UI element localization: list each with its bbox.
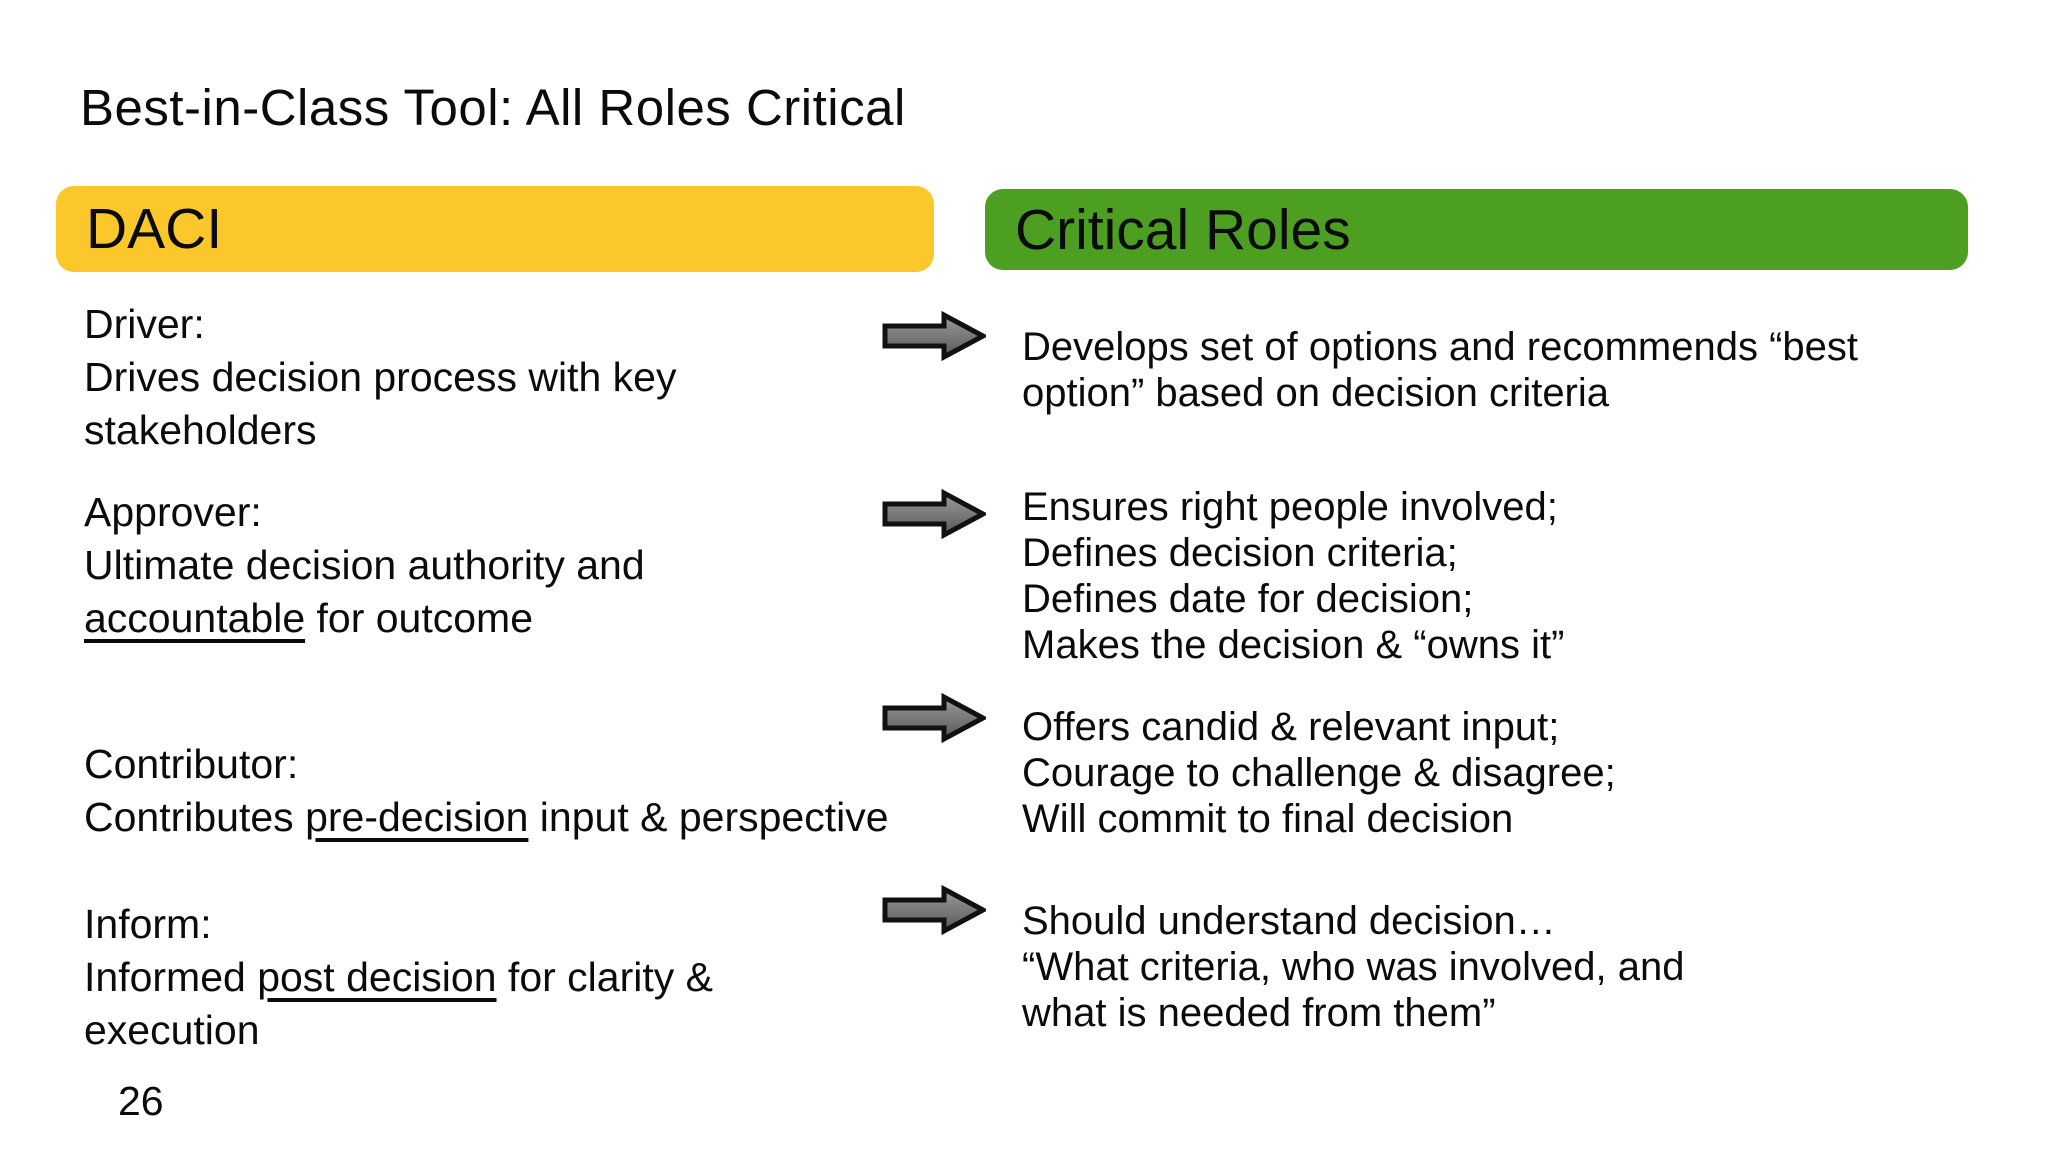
text-segment: execution: [84, 1007, 260, 1053]
underlined-text: post decision: [257, 954, 497, 1000]
text-line: Defines date for decision;: [1022, 577, 1474, 621]
daci-item-contributor: Contributor:Contributes pre-decision inp…: [84, 738, 889, 844]
page-number: 26: [118, 1078, 164, 1124]
role-description-inform: Should understand decision…“What criteri…: [1022, 898, 1685, 1036]
text-line: Contributor:: [84, 738, 889, 791]
text-line: stakeholders: [84, 404, 676, 457]
text-line: execution: [84, 1004, 713, 1057]
text-line: Offers candid & relevant input;: [1022, 705, 1560, 749]
daci-header-bar: DACI: [56, 186, 934, 272]
arrow-wrap-contributor: [882, 692, 986, 744]
role-description-contributor: Offers candid & relevant input;Courage t…: [1022, 704, 1616, 842]
right-arrow-icon: [882, 884, 986, 936]
text-line: Should understand decision…: [1022, 899, 1556, 943]
text-segment: Contributor:: [84, 741, 299, 787]
text-line: Informed post decision for clarity &: [84, 951, 713, 1004]
role-description-driver: Develops set of options and recommends “…: [1022, 324, 1858, 416]
critical-roles-header-bar: Critical Roles: [985, 189, 1968, 270]
text-line: Approver:: [84, 486, 645, 539]
text-segment: Ultimate decision authority and: [84, 542, 645, 588]
right-arrow-icon: [882, 310, 986, 362]
underlined-text: pre-decision: [305, 794, 529, 840]
arrow-wrap-driver: [882, 310, 986, 362]
text-segment: for clarity &: [496, 954, 713, 1000]
text-line: Inform:: [84, 898, 713, 951]
daci-item-driver: Driver: Drives decision process with key s…: [84, 298, 676, 457]
text-line: Ultimate decision authority and: [84, 539, 645, 592]
text-line: Driver:: [84, 298, 676, 351]
underlined-text: accountable: [84, 595, 306, 641]
daci-header-label: DACI: [86, 197, 223, 261]
text-segment: Driver:: [84, 301, 205, 347]
text-segment: Informed: [84, 954, 258, 1000]
text-line: what is needed from them”: [1022, 991, 1496, 1035]
daci-item-inform: Inform:Informed post decision for clarit…: [84, 898, 713, 1057]
text-segment: Inform:: [84, 901, 212, 947]
critical-roles-header-label: Critical Roles: [1015, 197, 1351, 262]
text-line: accountable for outcome: [84, 592, 645, 645]
arrow-wrap-approver: [882, 488, 986, 540]
arrow-wrap-inform: [882, 884, 986, 936]
text-segment: stakeholders: [84, 407, 317, 453]
slide-title: Best-in-Class Tool: All Roles Critical: [80, 79, 906, 136]
text-line: Drives decision process with key: [84, 351, 676, 404]
role-description-approver: Ensures right people involved;Defines de…: [1022, 484, 1564, 668]
text-segment: for outcome: [305, 595, 534, 641]
text-line: Contributes pre-decision input & perspec…: [84, 791, 889, 844]
right-arrow-icon: [882, 692, 986, 744]
text-segment: Contributes: [84, 794, 306, 840]
text-line: Develops set of options and recommends “…: [1022, 325, 1858, 369]
text-segment: Drives decision process with key: [84, 354, 677, 400]
text-line: “What criteria, who was involved, and: [1022, 945, 1685, 989]
right-arrow-icon: [882, 488, 986, 540]
text-line: Will commit to final decision: [1022, 797, 1514, 841]
text-line: Defines decision criteria;: [1022, 531, 1458, 575]
text-line: option” based on decision criteria: [1022, 371, 1610, 415]
text-segment: Approver:: [84, 489, 262, 535]
text-line: Ensures right people involved;: [1022, 485, 1558, 529]
text-segment: input & perspective: [528, 794, 889, 840]
daci-item-approver: Approver: Ultimate decision authority and…: [84, 486, 645, 645]
text-line: Courage to challenge & disagree;: [1022, 751, 1616, 795]
text-line: Makes the decision & “owns it”: [1022, 623, 1565, 667]
